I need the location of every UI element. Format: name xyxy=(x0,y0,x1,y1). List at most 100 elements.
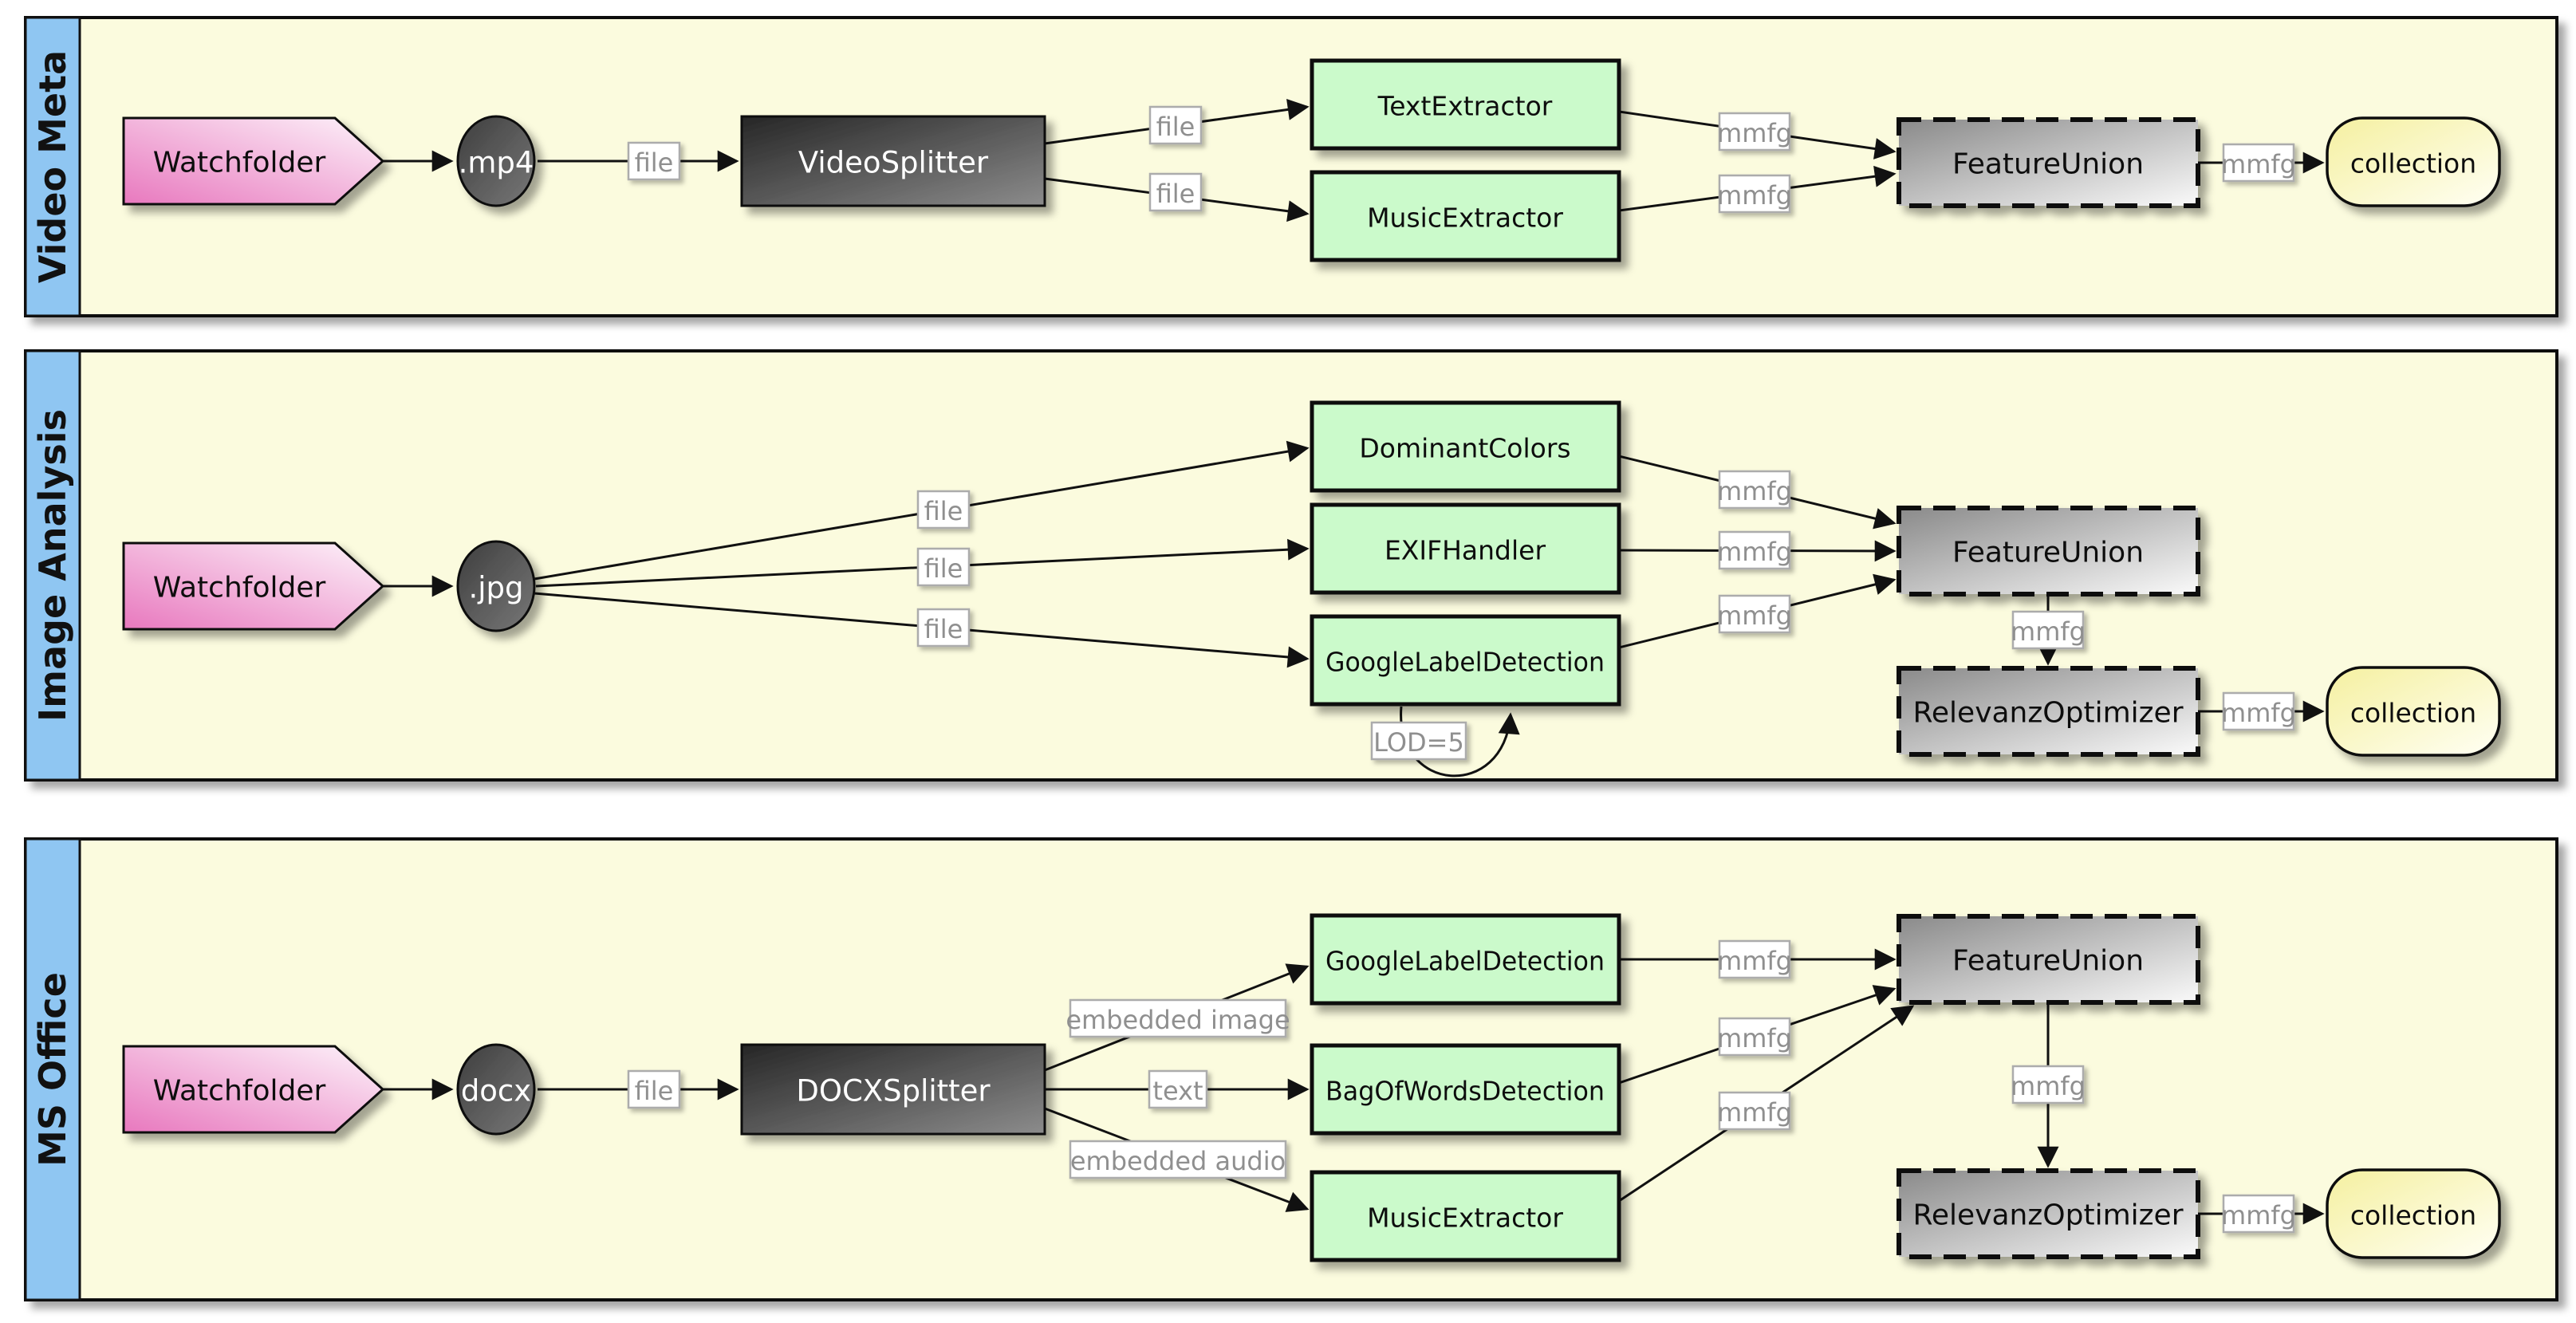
edge-label-mmfg: mmfg xyxy=(1717,530,1792,570)
optimizer-shape xyxy=(1897,1168,2200,1259)
edge-label-box xyxy=(1718,470,1791,510)
node-musicextractor: MusicExtractor xyxy=(1310,1170,1621,1262)
node-label: .jpg xyxy=(468,571,523,605)
edge-label-text: file xyxy=(924,553,963,584)
edge-label-mmfg: mmfg xyxy=(1717,939,1792,979)
node-label: DOCXSplitter xyxy=(796,1074,991,1108)
edge-label-file: file xyxy=(916,547,971,587)
edge-label-text: mmfg xyxy=(2011,1071,2086,1101)
node-collection: collection xyxy=(2326,1168,2501,1259)
watchfolder-shape xyxy=(122,1045,385,1134)
node-watchfolder: Watchfolder xyxy=(122,541,385,631)
edge-label-box xyxy=(1718,1091,1791,1131)
node-label: FeatureUnion xyxy=(1952,148,2144,181)
edge-label-mmfg: mmfg xyxy=(1717,470,1792,510)
edge-label-text: mmfg xyxy=(2221,1200,2296,1230)
node-label: GoogleLabelDetection xyxy=(1325,946,1605,977)
edge-label-box xyxy=(1069,998,1287,1038)
edge-label-box xyxy=(1718,939,1791,979)
panel-ms-office: MS Office file embedded image text embed… xyxy=(24,837,2558,1301)
edge-label-box xyxy=(1148,1069,1208,1109)
node-label: EXIFHandler xyxy=(1385,535,1546,566)
featureunion-shape xyxy=(1897,914,2200,1005)
node-filetype-mp4: .mp4 xyxy=(456,115,536,207)
edge-label-text: text xyxy=(1152,1076,1203,1106)
edge-label-text: mmfg xyxy=(1717,600,1792,631)
node-videosplitter: VideoSplitter xyxy=(740,115,1046,207)
panel-label-strip xyxy=(24,349,81,782)
node-textextractor: TextExtractor xyxy=(1310,58,1621,151)
edge-label-text: mmfg xyxy=(2221,698,2296,728)
extractor-shape xyxy=(1310,614,1621,707)
edge-label-file: file xyxy=(916,490,971,530)
node-label: FeatureUnion xyxy=(1952,537,2144,569)
edge-label-box xyxy=(916,608,971,648)
edge-label-box xyxy=(2222,143,2295,183)
watchfolder-shape xyxy=(122,541,385,631)
edge-label-file: file xyxy=(627,1069,681,1109)
edge-label-mmfg: mmfg xyxy=(1717,112,1792,152)
edge-label-box xyxy=(2222,691,2295,731)
edge-label-text: file xyxy=(924,496,963,526)
splitter-shape xyxy=(740,1043,1046,1136)
edge-label-mmfg: mmfg xyxy=(2011,610,2086,650)
node-featureunion: FeatureUnion xyxy=(1897,506,2200,597)
edge-label-text: embedded image xyxy=(1065,1005,1290,1035)
edge-label-box xyxy=(627,1069,681,1109)
edge-label-box xyxy=(1148,105,1203,145)
node-label: Watchfolder xyxy=(153,572,326,604)
node-docxsplitter: DOCXSplitter xyxy=(740,1043,1046,1136)
extractor-shape xyxy=(1310,58,1621,151)
node-watchfolder: Watchfolder xyxy=(122,116,385,206)
edge-label-mmfg: mmfg xyxy=(1717,1091,1792,1131)
node-relevanzoptimizer: RelevanzOptimizer xyxy=(1897,1168,2200,1259)
node-label: docx xyxy=(461,1074,531,1108)
edge-label-box xyxy=(1718,174,1791,214)
edge-label-box xyxy=(916,547,971,587)
edge-label-text: mmfg xyxy=(2221,149,2296,179)
edge-label-text: text xyxy=(1148,1069,1208,1109)
node-collection: collection xyxy=(2326,666,2501,757)
edge-label-mmfg: mmfg xyxy=(2221,1194,2296,1234)
edge-label-file: file xyxy=(916,608,971,648)
node-label: MusicExtractor xyxy=(1367,1203,1563,1234)
edge-label-mmfg: mmfg xyxy=(2011,1065,2086,1104)
edge-label-text: mmfg xyxy=(1717,1023,1792,1053)
optimizer-shape xyxy=(1897,666,2200,757)
splitter-shape xyxy=(740,115,1046,207)
node-label: collection xyxy=(2350,148,2476,179)
edge-label-text: LOD=5 xyxy=(1373,727,1464,758)
edge-label-text: file xyxy=(635,148,674,178)
node-label: collection xyxy=(2350,698,2476,729)
edge-label-mmfg: mmfg xyxy=(2221,143,2296,183)
panel-label-strip xyxy=(24,16,81,317)
node-label: RelevanzOptimizer xyxy=(1913,1199,2184,1232)
edge-label-box xyxy=(1718,112,1791,152)
extractor-shape xyxy=(1310,502,1621,595)
edge-label-embedded-audio: embedded audio xyxy=(1069,1140,1287,1179)
collection-shape xyxy=(2326,666,2501,757)
edge-label-text: mmfg xyxy=(1717,537,1792,567)
edge-label-box xyxy=(2222,1194,2295,1234)
node-collection: collection xyxy=(2326,116,2501,207)
panel-video-meta: Video Meta file file file mmfg mmfg xyxy=(24,16,2558,317)
extractor-shape xyxy=(1310,913,1621,1006)
panel-image-analysis: Image Analysis file file file mmfg xyxy=(24,349,2558,782)
extractor-shape xyxy=(1310,1170,1621,1262)
panel-label-strip xyxy=(24,837,81,1301)
edge-label-mmfg: mmfg xyxy=(1717,594,1792,634)
extractor-shape xyxy=(1310,400,1621,493)
edge-label-box xyxy=(1718,1017,1791,1057)
node-featureunion: FeatureUnion xyxy=(1897,117,2200,208)
extractor-shape xyxy=(1310,1043,1621,1136)
edge-label-file: file xyxy=(1148,172,1203,212)
edge-label-box xyxy=(1148,172,1203,212)
node-label: MusicExtractor xyxy=(1367,203,1563,234)
edge-label-box xyxy=(627,141,681,181)
edge-label-text: mmfg xyxy=(1717,180,1792,211)
node-googlelabeldetection: GoogleLabelDetection xyxy=(1310,913,1621,1006)
featureunion-shape xyxy=(1897,117,2200,208)
watchfolder-shape xyxy=(122,116,385,206)
node-label: .mp4 xyxy=(459,146,534,180)
